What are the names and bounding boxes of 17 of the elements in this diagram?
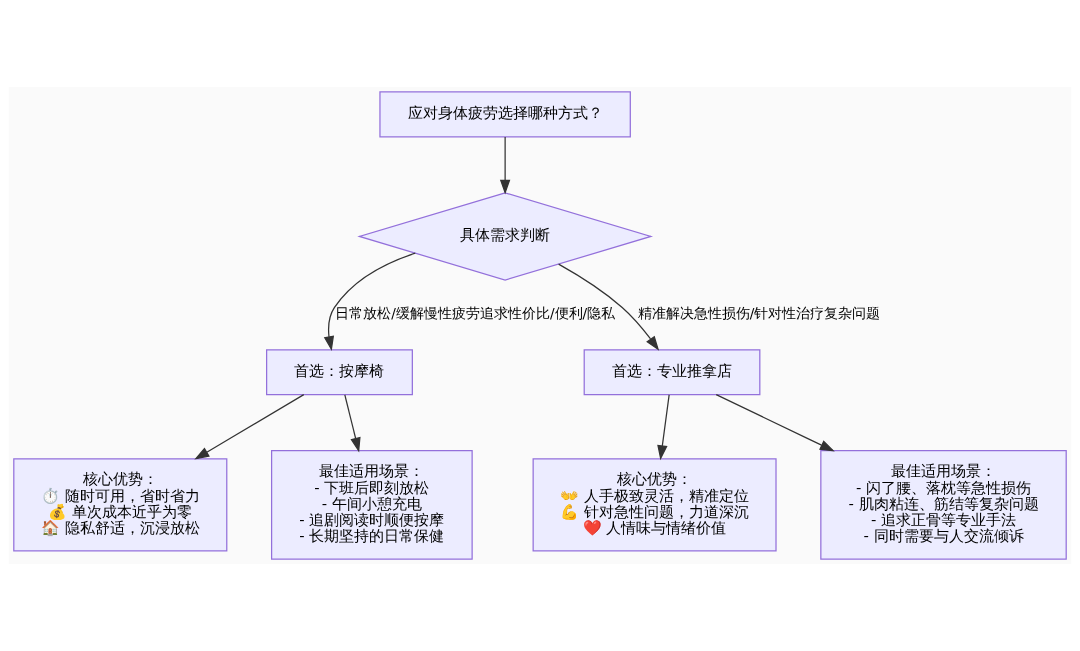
node-box: 首选：按摩椅 bbox=[266, 349, 413, 396]
arrow bbox=[499, 136, 511, 195]
edge-label: 精准解决急性损伤/针对性治疗复杂问题 bbox=[637, 305, 881, 322]
edge-label: 日常放松/缓解慢性疲劳追求性价比/便利/隐私 bbox=[335, 305, 616, 322]
node-box: 首选：专业推拿店 bbox=[583, 349, 761, 396]
node-box: 最佳适用场景： - 下班后即刻放松 - 午间小憩充电 - 追剧阅读时顺便按摩 - 长期坚持的日常保健 bbox=[271, 450, 473, 560]
arrow bbox=[715, 394, 835, 452]
arrow bbox=[558, 263, 660, 351]
arrow bbox=[323, 252, 416, 352]
node-box: 最佳适用场景： - 闪了腰、落枕等急性损伤 - 肌肉粘连、筋结等复杂问题 - 追求正骨等专业手法 - 同时需要与人交流倾诉 bbox=[820, 450, 1067, 560]
node-box: 应对身体疲劳选择哪种方式？ bbox=[379, 91, 631, 138]
node-box: 核心优势： 👐 人手极致灵活，精准定位 💪 针对急性问题，力道深沉 ❤ 人情味与情绪价值 bbox=[532, 458, 777, 552]
node-box: 核心优势： ⏱ 随时可用，省时省力 💰 单次成本近乎为零 🏠 隐私舒适，沉浸放松 bbox=[13, 458, 228, 552]
arrow bbox=[657, 394, 670, 461]
arrow bbox=[344, 394, 361, 453]
node-diamond: 具体需求判断 bbox=[357, 192, 654, 281]
arrow bbox=[194, 394, 305, 460]
